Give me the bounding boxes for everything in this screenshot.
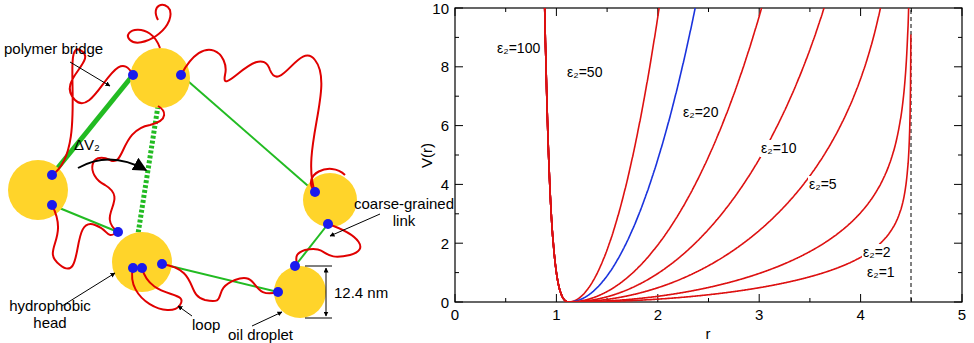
tick <box>455 243 463 244</box>
curve-label: ε₂=1 <box>866 264 896 281</box>
curve-label: ε₂=50 <box>566 64 603 81</box>
dimension-mark <box>305 266 332 318</box>
tick <box>954 8 962 9</box>
curve-label: ε₂=2 <box>862 244 892 261</box>
curve-label: ε₂=20 <box>682 104 719 121</box>
tick-label: 2 <box>654 306 662 323</box>
tick <box>954 302 962 303</box>
oil-droplets <box>8 48 357 318</box>
callout-label: oil droplet <box>228 326 293 343</box>
tick-label: 0 <box>451 306 459 323</box>
tick-label: 4 <box>441 176 449 193</box>
curve-label: ε₂=5 <box>808 176 838 193</box>
coarse-grained-links <box>52 75 328 292</box>
tick <box>455 96 459 97</box>
curve-label: ε₂=10 <box>760 140 797 157</box>
tick <box>556 8 557 16</box>
tick <box>455 125 463 126</box>
tick-label: 10 <box>432 0 449 17</box>
potential-curve <box>542 8 911 302</box>
tick-label: 8 <box>441 58 449 75</box>
tick-label: 5 <box>958 306 966 323</box>
leader-lines <box>62 62 380 326</box>
hydrophobic-heads <box>47 70 333 297</box>
tick <box>505 8 506 12</box>
tick <box>505 298 506 302</box>
tick <box>958 272 962 273</box>
tick <box>708 8 709 12</box>
tick-label: 4 <box>856 306 864 323</box>
callout-label: ΔV₂ <box>74 136 100 153</box>
tick <box>860 8 861 16</box>
tick <box>962 8 963 16</box>
tick-label: 3 <box>755 306 763 323</box>
tick <box>958 213 962 214</box>
tick <box>809 8 810 12</box>
tick <box>860 294 861 302</box>
tick <box>455 294 456 302</box>
callout-label: coarse-grained link <box>351 195 457 229</box>
tick <box>954 66 962 67</box>
callout-label: loop <box>192 316 220 333</box>
tick-label: 6 <box>441 117 449 134</box>
tick <box>455 66 463 67</box>
tick <box>607 8 608 12</box>
tick <box>954 184 962 185</box>
tick-label: 2 <box>441 235 449 252</box>
potential-curve <box>542 8 911 302</box>
potential-curve <box>542 8 911 302</box>
tick <box>958 37 962 38</box>
tick <box>455 302 463 303</box>
tick <box>455 184 463 185</box>
potential-curves <box>542 8 911 302</box>
tick <box>455 155 459 156</box>
tick <box>958 96 962 97</box>
tick <box>455 8 456 16</box>
axis-label: r <box>706 325 711 342</box>
potential-curve <box>542 8 911 302</box>
tick <box>954 243 962 244</box>
tick <box>958 155 962 156</box>
tick <box>657 294 658 302</box>
callout-label: 12.4 nm <box>334 284 388 301</box>
tick <box>455 213 459 214</box>
tick <box>455 8 463 9</box>
tick <box>556 294 557 302</box>
delta-v-arrow <box>78 159 146 170</box>
tick <box>809 298 810 302</box>
tick <box>759 294 760 302</box>
tick <box>455 37 459 38</box>
tick <box>455 272 459 273</box>
tick-label: 1 <box>552 306 560 323</box>
tick <box>708 298 709 302</box>
curve-label: ε₂=100 <box>496 40 541 57</box>
potential-curve <box>542 8 911 302</box>
tick-label: 0 <box>441 294 449 311</box>
tick <box>954 125 962 126</box>
potential-curve <box>542 8 911 302</box>
tick <box>962 294 963 302</box>
callout-label: polymer bridge <box>4 40 103 57</box>
potential-curve <box>542 8 911 302</box>
callout-label: hydrophobic head <box>4 297 96 331</box>
axis-label: V(r) <box>418 143 435 168</box>
